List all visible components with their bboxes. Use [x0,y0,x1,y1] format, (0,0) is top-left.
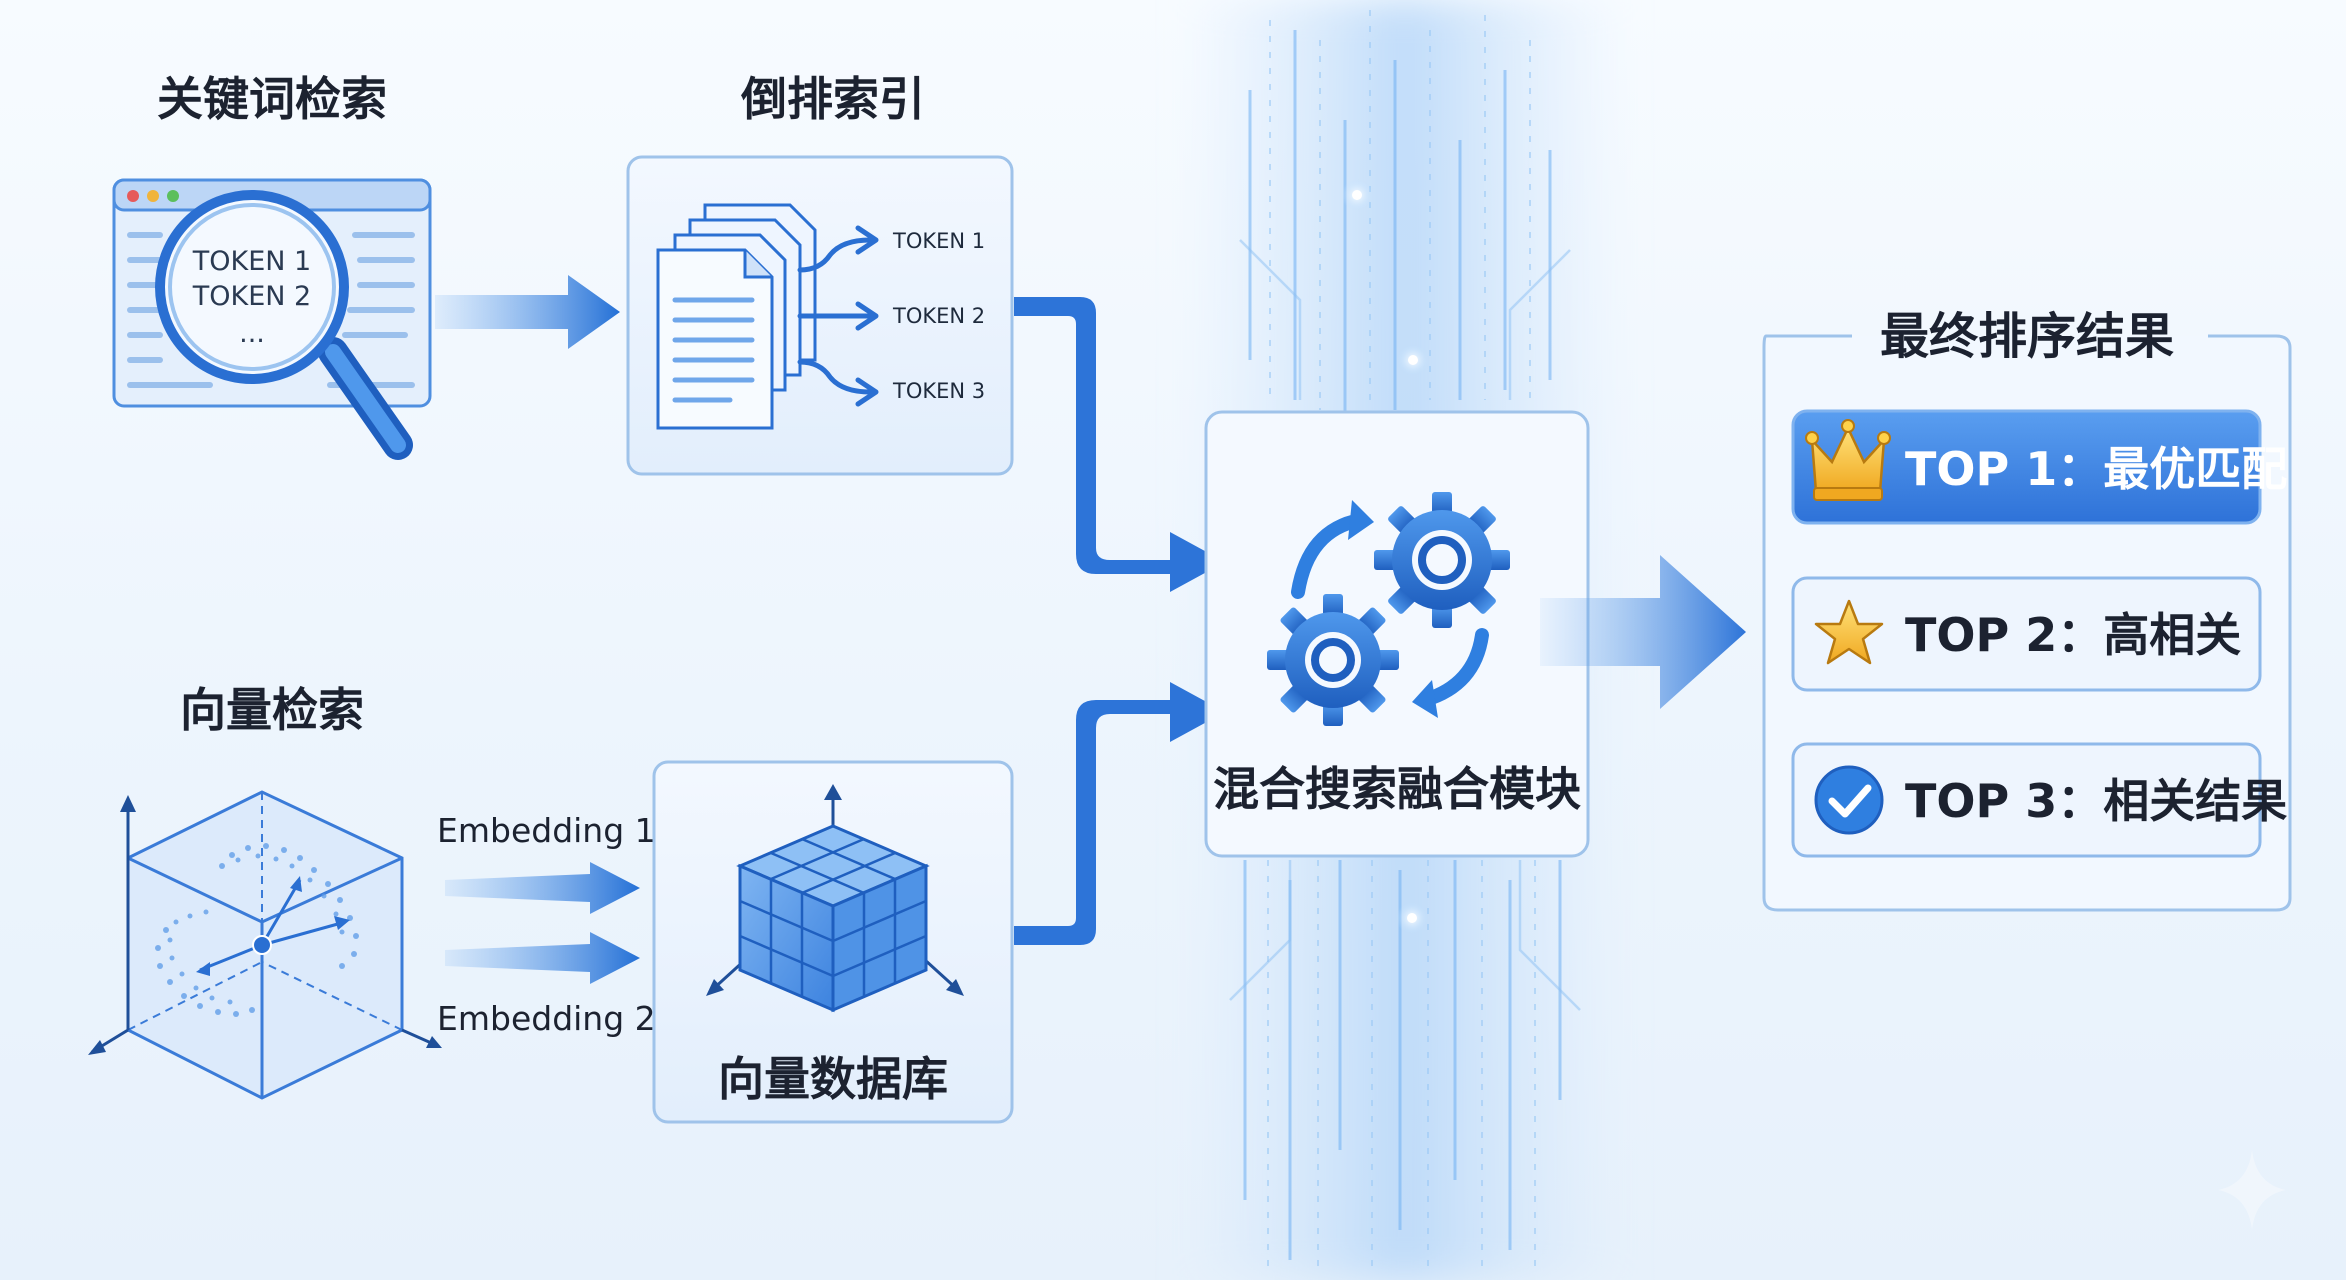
result-label-top1: TOP 1：最优匹配 [1905,442,2287,496]
inverted-index-title: 倒排索引 [740,72,925,126]
embedding-arrow-1 [445,862,640,914]
result-item-top1[interactable]: TOP 1：最优匹配 [1791,409,2287,525]
embedding-label-1: Embedding 1 [437,811,656,850]
arrow-fusion-to-results [1540,555,1746,709]
checkmark-icon [1814,765,1884,835]
results-title: 最终排序结果 [1880,308,2174,365]
vector-space-cube-icon [88,790,442,1100]
fusion-module-label: 混合搜索融合模块 [1213,762,1581,816]
document-stack-icon [656,203,817,430]
result-item-top2[interactable]: TOP 2：高相关 [1791,576,2262,692]
result-label-top2: TOP 2：高相关 [1905,608,2241,662]
embedding-label-2: Embedding 2 [437,999,656,1038]
arrow-keyword-to-index [435,275,620,349]
star-icon [1814,599,1884,665]
sparkle-icon [2218,1150,2286,1230]
magnifier-icon [155,190,413,460]
database-cube-icon [706,784,964,1013]
keyword-search-title: 关键词检索 [157,72,387,126]
token-branch-arrows [797,225,879,407]
token-label-1: TOKEN 1 [892,229,985,253]
arrow-index-to-fusion [1014,297,1225,592]
token-label-2: TOKEN 2 [892,304,985,328]
vector-search-title: 向量检索 [180,683,364,737]
lens-ellipsis: ... [239,318,265,349]
embedding-arrow-2 [445,932,640,984]
result-item-top3[interactable]: TOP 3：相关结果 [1791,742,2287,858]
arrow-db-to-fusion [1014,682,1225,945]
lens-token-1: TOKEN 1 [192,246,311,277]
vector-db-label: 向量数据库 [718,1052,948,1106]
token-label-3: TOKEN 3 [892,379,985,403]
lens-token-2: TOKEN 2 [192,281,311,312]
crown-icon [1805,419,1891,501]
result-label-top3: TOP 3：相关结果 [1905,774,2287,828]
gears-with-cycle-arrows-icon [1267,492,1510,726]
